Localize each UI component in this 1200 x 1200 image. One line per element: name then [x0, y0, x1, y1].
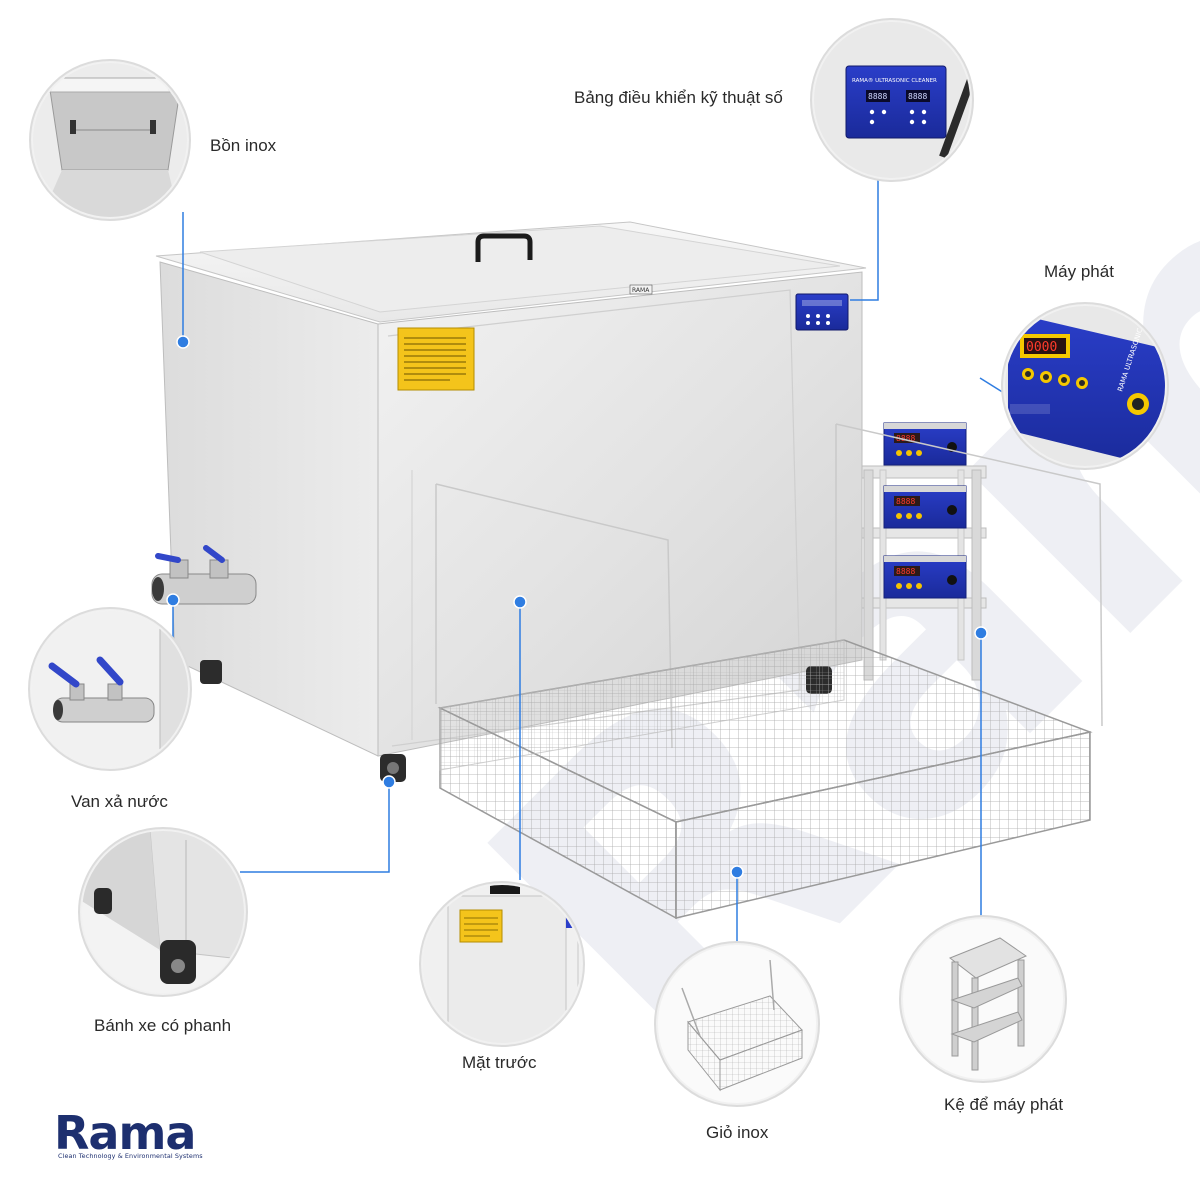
wire-basket	[437, 639, 1093, 920]
label-generator-shelf: Kệ để máy phát	[944, 1095, 1064, 1114]
svg-text:8888: 8888	[868, 92, 887, 101]
ultrasonic-tank: RAMA	[151, 221, 867, 782]
generator-units: 8888 8888 8888	[883, 422, 967, 599]
control-panel-detail-circle: RAMA® ULTRASONIC CLEANER 8888 8888	[810, 18, 974, 182]
brand-logo: Rama	[54, 1106, 196, 1160]
brand-tagline: Clean Technology & Environmental Systems	[58, 1152, 203, 1160]
brake-wheel-detail-circle	[78, 827, 248, 997]
label-control-panel: Bảng điều khiển kỹ thuật số	[574, 88, 783, 107]
basket-detail-circle	[654, 941, 820, 1107]
panel-title: RAMA® ULTRASONIC CLEANER	[852, 77, 937, 84]
lid-badge-text: RAMA	[632, 287, 650, 294]
label-generator: Máy phát	[1044, 262, 1114, 281]
svg-text:8888: 8888	[908, 92, 927, 101]
callout-dots	[166, 335, 988, 879]
leader-lines	[172, 178, 1013, 944]
drain-valve-detail-circle	[28, 607, 192, 771]
label-front-face: Mặt trước	[462, 1053, 537, 1072]
generator-detail-circle: 0000 RAMA ULTRASONIC	[1001, 302, 1169, 470]
tank-detail-circle	[29, 59, 191, 221]
label-drain-valve: Van xả nước	[71, 792, 168, 811]
generator-display: 0000	[1026, 340, 1057, 355]
svg-text:8888: 8888	[896, 434, 915, 443]
shelf-detail-circle	[899, 915, 1067, 1083]
svg-text:8888: 8888	[896, 567, 915, 576]
front-face-detail-circle	[419, 881, 585, 1047]
label-brake-wheels: Bánh xe có phanh	[94, 1016, 232, 1035]
svg-text:8888: 8888	[896, 497, 915, 506]
label-tank: Bồn inox	[210, 136, 277, 155]
label-basket: Giỏ inox	[706, 1123, 769, 1142]
